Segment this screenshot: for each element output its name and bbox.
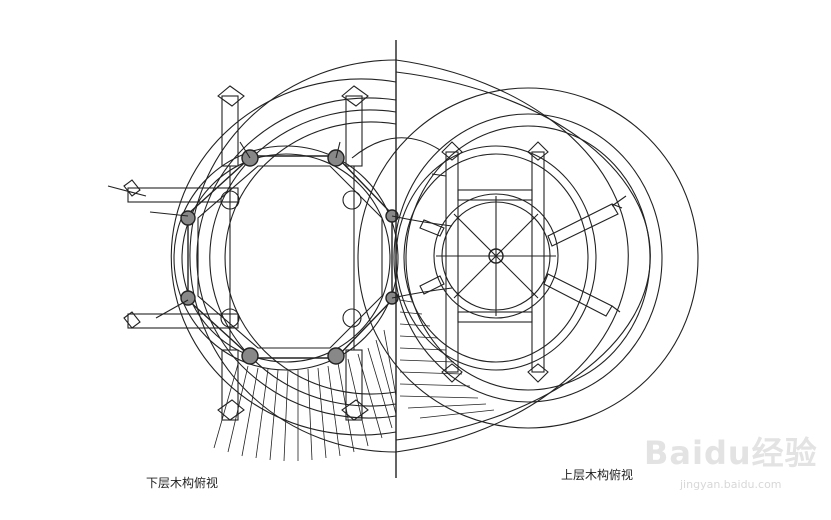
lower-outer-ring xyxy=(189,59,397,453)
upper-ring-5 xyxy=(395,145,597,371)
lower-ring-3 xyxy=(196,97,397,419)
lower-column xyxy=(220,190,240,210)
lower-post-right-top xyxy=(345,95,363,167)
upper-radial-beams xyxy=(419,203,623,317)
lower-outer-ring-2 xyxy=(170,78,397,436)
upper-ring-6 xyxy=(403,153,589,363)
lower-inner-ring-2 xyxy=(181,153,391,363)
upper-spokes xyxy=(436,196,556,316)
lower-inner-ring xyxy=(173,145,399,371)
lower-post-left-top xyxy=(221,95,239,167)
lower-level-plan xyxy=(107,59,399,462)
lower-octagon-frame-inner xyxy=(197,165,383,349)
upper-post-left xyxy=(445,151,459,373)
lower-level-caption: 下层木构俯视 xyxy=(146,476,219,490)
upper-hub-ring xyxy=(433,193,559,319)
watermark: Baidu经验 jingyan.baidu.com xyxy=(636,428,826,506)
upper-outer-ring xyxy=(395,59,629,453)
upper-level-caption: 上层木构俯视 xyxy=(561,468,634,482)
upper-post-right xyxy=(531,151,545,373)
upper-ring-3 xyxy=(393,113,663,403)
watermark-url: jingyan.baidu.com xyxy=(680,478,782,491)
lower-ring-4 xyxy=(209,109,397,407)
upper-level-plan xyxy=(351,59,699,453)
upper-ring-2 xyxy=(357,87,699,429)
lower-column xyxy=(342,308,362,328)
lower-column xyxy=(342,190,362,210)
watermark-brand: Baidu经验 xyxy=(644,434,818,472)
upper-ring-4 xyxy=(405,125,651,391)
upper-rafters xyxy=(399,299,495,419)
lower-rafters xyxy=(213,329,397,462)
lower-column xyxy=(220,308,240,328)
